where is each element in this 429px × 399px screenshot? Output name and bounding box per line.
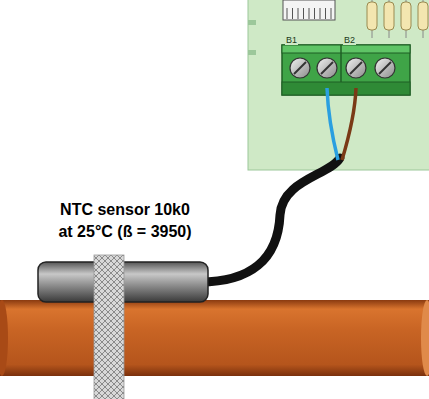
screw-slot [379,62,391,74]
blue-wire [327,88,338,160]
terminal-screw [317,58,337,78]
header-pin [309,8,310,19]
resistor-symbol [418,2,428,30]
terminal-label: B2 [343,35,356,45]
sensor-cable [200,158,340,282]
header-pin [325,8,326,19]
header-pin [314,8,315,19]
header-pin [287,8,288,19]
header-pin [298,8,299,19]
header-pin [303,8,304,19]
terminal-screw [346,58,366,78]
screw-slot [321,62,333,74]
terminal-label: B1 [285,35,298,45]
copper-pipe [0,300,429,376]
header-pin [320,8,321,19]
terminal-screw [375,58,395,78]
screw-slot [294,62,306,74]
resistor-symbol [384,2,394,30]
pcb [248,0,429,170]
resistor-symbol [401,2,411,30]
header-pin [331,8,332,19]
header-pin [292,8,293,19]
terminal-screw [290,58,310,78]
screw-slot [350,62,362,74]
sensor-label: NTC sensor 10k0 at 25°C (ß = 3950) [58,199,192,243]
brown-wire [342,88,356,160]
clamp-strap [94,255,124,399]
resistor-symbol [367,2,377,30]
